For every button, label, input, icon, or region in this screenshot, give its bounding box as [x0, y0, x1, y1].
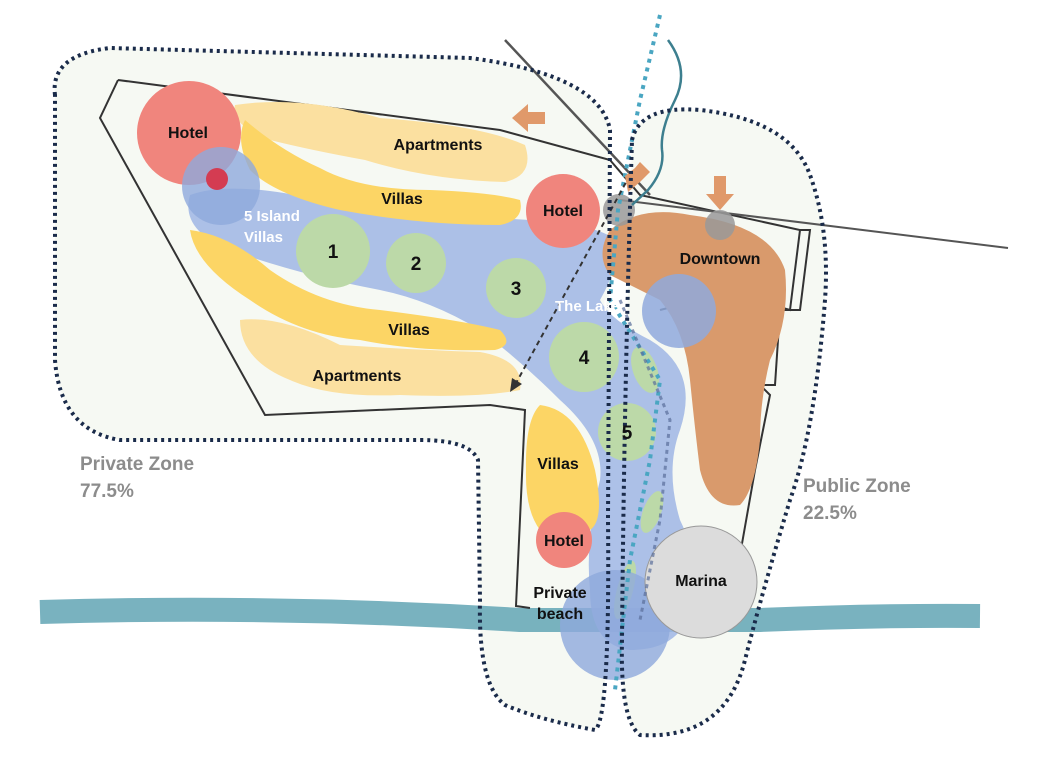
private-site-boundary-west [98, 79, 531, 609]
public-site-boundary [739, 229, 812, 556]
private-zone-name: Private Zone [80, 454, 194, 475]
hotel-center-label: Hotel [543, 203, 583, 220]
public-zone-outline [619, 107, 828, 738]
hotel-nw-marker [206, 168, 228, 190]
villas-middle-shape [190, 230, 507, 351]
villas-south-label: Villas [537, 456, 579, 473]
villas-north-shape [241, 120, 521, 225]
villas-middle-label: Villas [388, 322, 430, 339]
hotel-south-circle [536, 512, 592, 568]
hotel-center-circle [526, 174, 600, 248]
apartments-south-label: Apartments [313, 368, 402, 385]
public-zone-share: 22.5% [803, 503, 857, 524]
stream-line [631, 39, 683, 206]
lake-dashed-line [618, 299, 672, 621]
private-beach-label-line2: beach [537, 606, 583, 623]
island-1-label: 1 [328, 242, 339, 263]
villas-south-shape [525, 405, 599, 535]
island-1 [296, 214, 370, 288]
islet-a [631, 347, 659, 393]
islet-b [640, 491, 664, 533]
private-beach-label-line1: Private [533, 585, 586, 602]
island-5-label: 5 [622, 423, 633, 444]
apartments-north-shape [234, 101, 528, 182]
road-north [504, 39, 651, 196]
island-5 [598, 403, 656, 461]
downtown-area [602, 212, 786, 506]
hotel-nw-label: Hotel [168, 125, 208, 142]
villas-north-label: Villas [381, 191, 423, 208]
apartments-south-shape [240, 319, 521, 396]
downtown-label: Downtown [680, 251, 761, 268]
apartments-north-label: Apartments [394, 137, 483, 154]
marina-label: Marina [675, 573, 727, 590]
island-2-label: 2 [411, 254, 422, 275]
island-2 [386, 233, 446, 293]
island-4 [549, 322, 619, 392]
private-zone-outline [52, 45, 613, 733]
hotel-south-label: Hotel [544, 533, 584, 550]
marina-circle [644, 525, 758, 639]
lake-shape [188, 188, 694, 651]
canal-dotted-line [607, 14, 663, 691]
arrow-east-icon [706, 176, 734, 210]
lake-label: The Lake [555, 298, 620, 315]
river-channel [39, 597, 981, 632]
private-beach-pool [560, 570, 670, 680]
downtown-pool [642, 274, 716, 348]
arrow-north-icon [512, 104, 545, 132]
junction-marker-east [705, 210, 735, 240]
island-villas-label-line2: Villas [244, 229, 283, 246]
access-arrow-head [510, 378, 522, 392]
road-east [619, 199, 1009, 249]
island-4-label: 4 [579, 348, 590, 369]
arrow-center-icon [625, 162, 650, 192]
island-3 [486, 258, 546, 318]
public-zone-name: Public Zone [803, 476, 911, 497]
island-villas-label-line1: 5 Island [244, 208, 300, 225]
private-zone-share: 77.5% [80, 481, 134, 502]
island-3-label: 3 [511, 279, 522, 300]
